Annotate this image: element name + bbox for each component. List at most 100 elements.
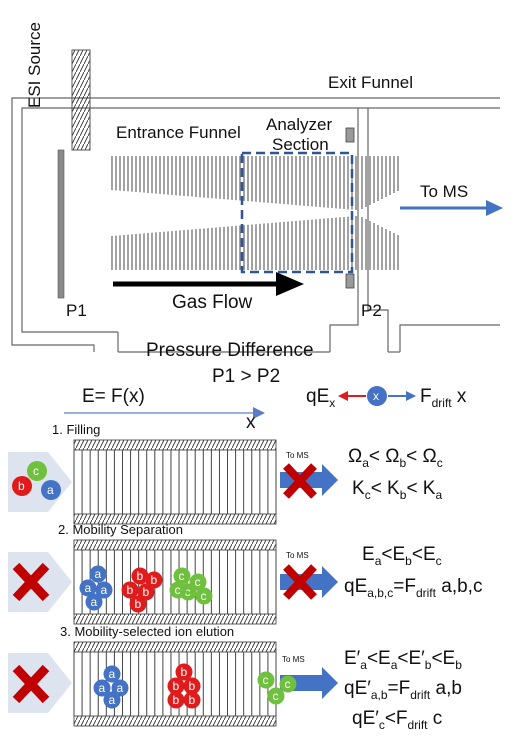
step1-title: 1. Filling (52, 422, 100, 437)
eq-sub: a (362, 456, 369, 470)
ion-label: c (195, 575, 201, 589)
field-equation: E= F(x) (82, 386, 145, 407)
step2-exit-cross (283, 564, 317, 600)
exit-funnel-label: Exit Funnel (328, 73, 413, 92)
eq-sub: a (360, 658, 367, 672)
ion-label: c (179, 569, 185, 583)
tube-bottom-rail (73, 613, 277, 625)
force-balance-ab: qE′a,b=Fdrift a,b (344, 678, 462, 702)
ion-label: b (151, 573, 158, 587)
step3-title: 3. Mobility-selected ion elution (60, 624, 234, 639)
eq-part: <E (381, 544, 405, 565)
ion (111, 679, 129, 697)
chamber-walls (11, 97, 500, 353)
step2-equations: Ea<Eb<Ec qEa,b,c=Fdrift a,b,c (344, 544, 482, 600)
field-definition: E= F(x) x (64, 386, 265, 433)
eq-part: E (362, 544, 375, 565)
ion-c-label: c (33, 464, 39, 478)
eq-part: a,b (430, 678, 462, 699)
eq-sub: b (399, 456, 406, 470)
eq-part: E′ (344, 648, 361, 669)
ion-label: a (101, 583, 108, 597)
ion (121, 581, 139, 599)
ion (137, 583, 155, 601)
ion (103, 665, 121, 683)
x-axis-label: x (246, 412, 256, 433)
ion-label: b (181, 665, 188, 679)
ion-label: c (263, 673, 269, 687)
tube-top-rail (73, 439, 277, 451)
ion-label: b (189, 693, 196, 707)
ion-label: b (173, 693, 180, 707)
step3-entry-arrow (8, 653, 72, 713)
ion-c (27, 461, 47, 481)
ion-label: a (91, 595, 98, 609)
eq-part: K (352, 478, 365, 499)
ion-label: c (273, 689, 279, 703)
ion-b-label: b (18, 479, 25, 493)
step3-tube (73, 641, 277, 727)
ion-label: a (95, 567, 102, 581)
analyzer-label-line2: Section (272, 135, 329, 154)
eq-part: c (428, 708, 443, 729)
ion-label: a (117, 681, 124, 695)
ion (85, 593, 103, 611)
ion (173, 567, 191, 585)
F-sub: drift (432, 396, 453, 410)
ion-a (41, 480, 61, 500)
eq-part: Ω (348, 446, 362, 467)
ion (129, 595, 147, 613)
eq-sub: b (455, 658, 462, 672)
to-ms-label: To MS (420, 182, 468, 201)
tube-top-rail (73, 641, 277, 653)
eq-part: < K (406, 478, 435, 499)
eq-sub: drift (408, 718, 429, 732)
to-ms-arrow (400, 200, 503, 216)
electric-force-arrowhead (338, 391, 348, 401)
step-panels: 1. Filling 2. Mobility Separation 3. Mob… (8, 422, 338, 727)
force-balance-abc: qEa,b,c=Fdrift a,b,c (344, 576, 482, 600)
eq-sub: drift (410, 688, 431, 702)
eq-part: < Ω (369, 446, 400, 467)
ion (131, 567, 149, 585)
ion (183, 677, 201, 695)
ion (167, 677, 185, 695)
ion-label: b (173, 679, 180, 693)
step2-entry-cross (12, 562, 50, 602)
ion-b (12, 476, 32, 496)
ion-label: b (143, 585, 150, 599)
eq-part: qE′ (344, 678, 371, 699)
ion-x (367, 386, 387, 406)
gate-block-top (345, 127, 355, 143)
ion (267, 687, 285, 705)
force-balance: qEx x Fdrift x (306, 386, 467, 410)
F-tail: x (452, 386, 467, 407)
ion-label: a (109, 667, 116, 681)
eq-sub: drift (416, 586, 437, 600)
step2-title: 2. Mobility Separation (58, 522, 183, 537)
ion (169, 581, 187, 599)
gate-block-bottom (345, 273, 355, 289)
step1-tube (73, 439, 277, 525)
eq-sub: c (365, 488, 371, 502)
gas-flow-label: Gas Flow (172, 292, 253, 313)
ion-label: b (135, 597, 142, 611)
ion (103, 691, 121, 709)
step3-entry-cross (12, 664, 50, 704)
eq-part: <E (412, 544, 436, 565)
eq-sub: c (379, 718, 385, 732)
eq-sub: b (400, 488, 407, 502)
eq-part: =F (388, 678, 411, 699)
eq-part: <E (431, 648, 455, 669)
ion (167, 691, 185, 709)
eq-part: =F (393, 576, 416, 597)
ion (183, 691, 201, 709)
force-inequality-c: qE′c<Fdrift c (352, 708, 442, 732)
F-main: F (420, 386, 432, 407)
ion-label: a (85, 581, 92, 595)
